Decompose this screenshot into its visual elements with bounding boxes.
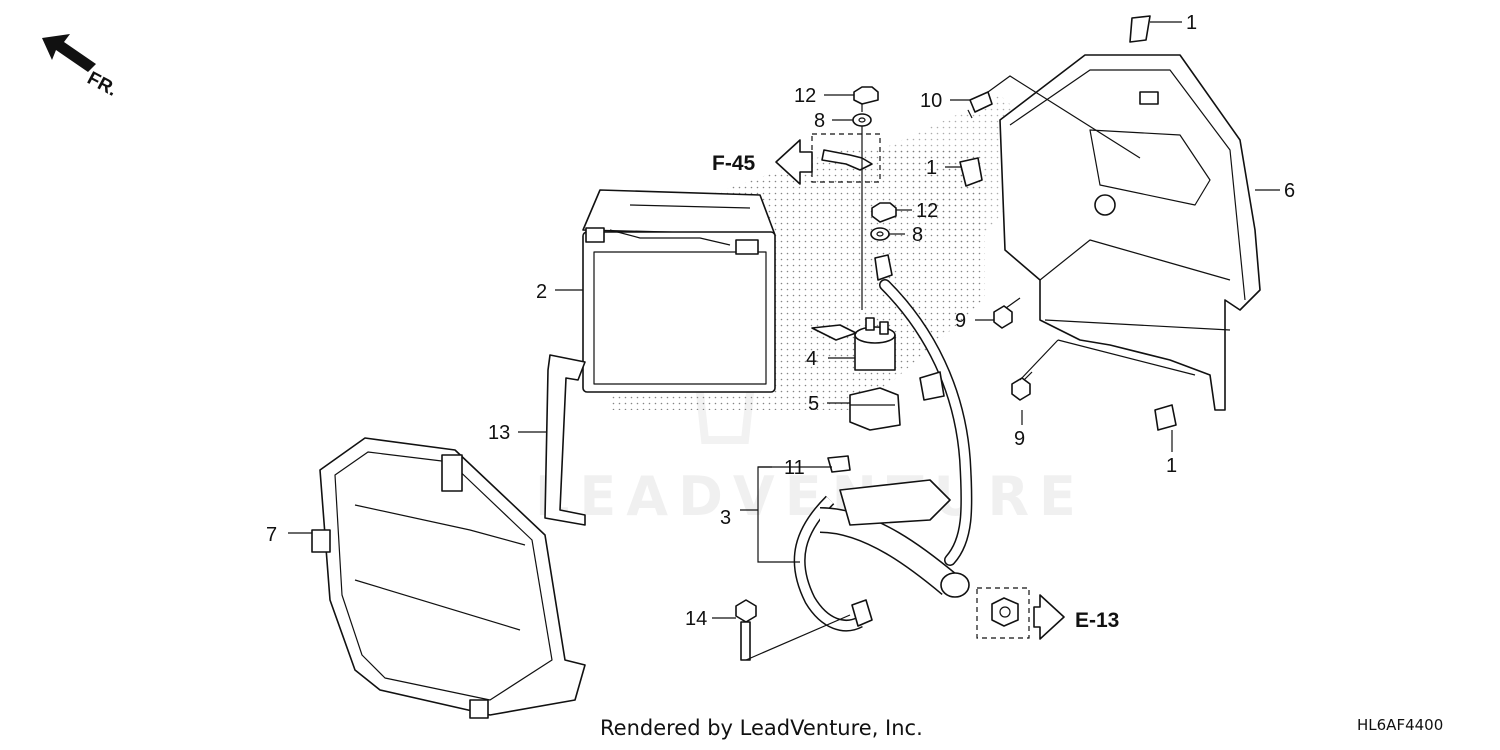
callout-14: 14 — [685, 608, 707, 630]
starter-relay — [811, 317, 896, 371]
watermark: LEADVENTURE — [535, 465, 1086, 528]
nut-upper — [853, 86, 879, 105]
diagram-code: HL6AF4400 — [1357, 716, 1444, 734]
callout-1-top: 1 — [1186, 12, 1197, 34]
clip-top — [1129, 15, 1151, 43]
wire-harness — [793, 479, 970, 632]
battery — [582, 189, 776, 393]
callout-12-upper: 12 — [794, 85, 816, 107]
nut-lower — [871, 202, 897, 223]
battery-strap — [544, 354, 586, 526]
reference-label-f45: F-45 — [712, 152, 756, 175]
rivet — [967, 91, 993, 119]
callout-12-lower: 12 — [916, 200, 938, 222]
connector-clip — [827, 455, 851, 473]
reference-arrow-f45-icon — [775, 139, 813, 185]
front-direction-label: FR. — [84, 68, 121, 101]
callout-3: 3 — [720, 507, 731, 529]
reference-arrow-e13-icon — [1033, 594, 1065, 640]
callout-1-middle: 1 — [926, 157, 937, 179]
callout-5: 5 — [808, 393, 819, 415]
front-direction-arrow-icon — [42, 34, 96, 72]
reference-box-e13 — [976, 587, 1030, 639]
positive-cable — [874, 254, 973, 566]
callout-4: 4 — [806, 348, 817, 370]
callout-9-lower: 9 — [1014, 428, 1025, 450]
callout-9-upper: 9 — [955, 310, 966, 332]
callout-6: 6 — [1284, 180, 1295, 202]
clip-middle — [959, 157, 983, 187]
callout-7: 7 — [266, 524, 277, 546]
callout-10: 10 — [920, 90, 942, 112]
flange-bolt — [735, 599, 757, 661]
callout-8-upper: 8 — [814, 110, 825, 132]
washer-upper — [852, 113, 872, 127]
clip-lower — [1154, 404, 1177, 431]
callout-1-lower: 1 — [1166, 455, 1177, 477]
credit-text: Rendered by LeadVenture, Inc. — [600, 716, 923, 740]
reference-label-e13: E-13 — [1075, 609, 1119, 632]
battery-cover — [311, 437, 586, 719]
battery-box — [999, 54, 1261, 411]
callout-2: 2 — [536, 281, 547, 303]
flange-nut — [991, 597, 1019, 627]
leader-lines — [288, 21, 1280, 661]
relay-holder — [849, 387, 901, 431]
washer-lower — [870, 227, 890, 241]
callout-13: 13 — [488, 422, 510, 444]
cable-terminal — [821, 149, 873, 171]
bolt-upper — [993, 297, 1021, 329]
bolt-lower — [1011, 371, 1033, 401]
callout-11: 11 — [784, 457, 805, 479]
callout-8-lower: 8 — [912, 224, 923, 246]
